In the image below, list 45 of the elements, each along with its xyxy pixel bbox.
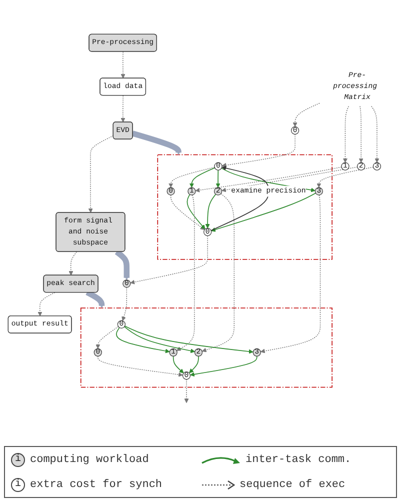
dotted-arrow — [98, 356, 183, 377]
dotted-arrow — [38, 292, 56, 316]
block-arrow — [132, 130, 182, 155]
legend-swatch: i — [11, 478, 25, 492]
dotted-arrow — [168, 166, 215, 188]
dotted-arrow — [370, 106, 380, 163]
legend-text: sequence of exec — [240, 478, 346, 490]
curved-arrow — [116, 326, 170, 354]
curved-arrow — [124, 326, 196, 353]
block-arrow — [114, 249, 130, 280]
curved-arrow — [210, 166, 269, 231]
dotted-arrow — [176, 194, 195, 351]
dotted-arrow — [96, 326, 119, 349]
curved-arrow — [188, 356, 199, 374]
dotted-arrow — [316, 166, 374, 188]
dotted-arrow — [68, 251, 78, 276]
dotted-arrow — [184, 378, 189, 403]
curved-arrow — [186, 194, 206, 230]
dotted-arrow — [120, 94, 126, 122]
curved-arrow — [172, 356, 184, 374]
legend-swatch: i — [11, 452, 25, 466]
dotted-arrow — [260, 194, 321, 354]
legend-text: computing workload — [30, 454, 149, 466]
dotted-arrow — [202, 193, 235, 352]
dotted-arrow — [222, 166, 358, 192]
curved-arrow — [205, 194, 216, 228]
legend-text: extra cost for synch — [30, 478, 162, 490]
curved-arrow — [124, 325, 254, 354]
dotted-arrow — [342, 106, 350, 163]
dash-dot-group-frame — [157, 154, 332, 260]
dotted-arrow — [120, 51, 126, 78]
legend-text: inter-task comm. — [246, 454, 352, 466]
curved-arrow — [189, 167, 216, 188]
curved-arrow — [216, 170, 220, 188]
curved-arrow — [190, 356, 258, 376]
dotted-arrow — [170, 194, 205, 230]
dotted-arrow — [130, 235, 208, 284]
dotted-arrow — [195, 166, 342, 192]
dotted-arrow — [358, 106, 364, 163]
dotted-arrow — [88, 135, 114, 213]
dash-dot-group-frame — [80, 307, 332, 388]
dotted-arrow — [222, 134, 296, 168]
dotted-arrow — [122, 286, 128, 321]
curved-arrow — [210, 192, 316, 232]
dotted-arrow — [292, 102, 320, 127]
